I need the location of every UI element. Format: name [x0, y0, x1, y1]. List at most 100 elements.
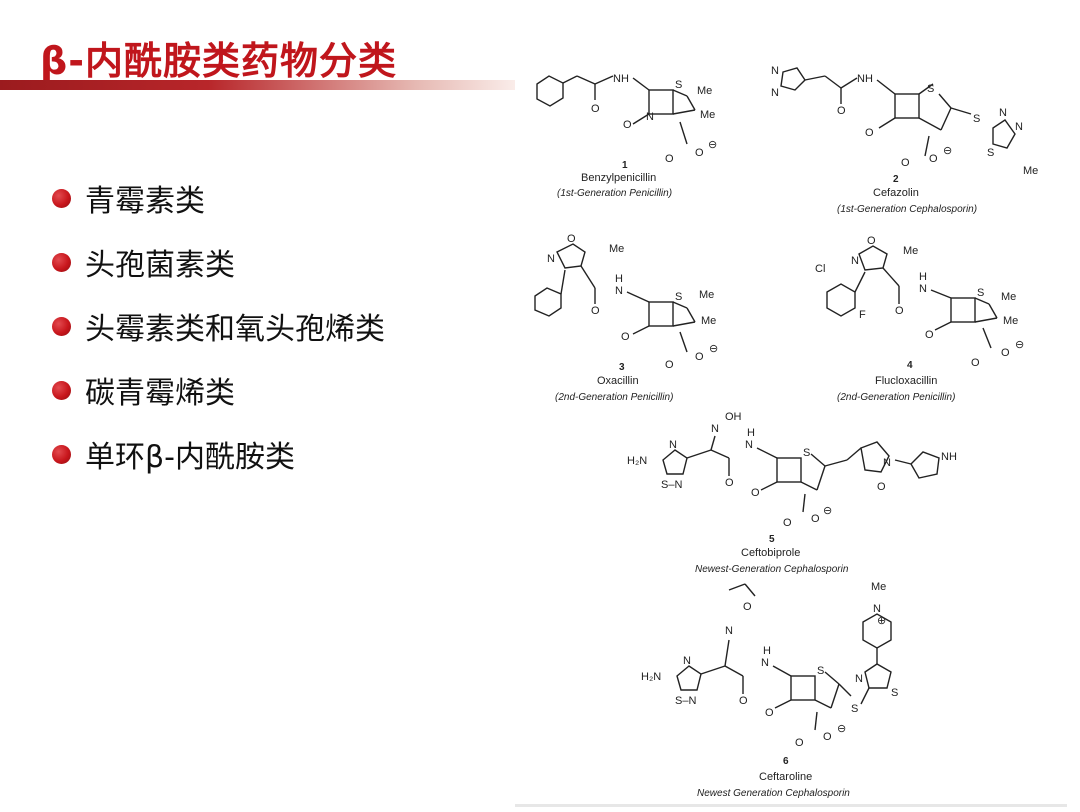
atom-label: N: [919, 283, 927, 295]
atom-label: O: [695, 351, 704, 363]
atom-label: O: [739, 695, 748, 707]
atom-label: Me: [700, 109, 715, 121]
compound-number: 1: [622, 160, 628, 171]
structure-ceftaroline: Me N ⊕ N S O N H₂N N S–N O H N O S S O: [641, 581, 898, 799]
atom-label: N: [873, 603, 881, 615]
bullet-text: 碳青霉烯类: [85, 376, 235, 411]
atom-label: O: [743, 601, 752, 613]
charge-icon: ⊖: [943, 145, 952, 157]
bullet-list: 青霉素类 头孢菌素类 头霉素类和氧头孢烯类 碳青霉烯类 单环β-内酰胺类: [52, 166, 385, 486]
compound-name: Cefazolin: [873, 187, 919, 199]
compound-name: Oxacillin: [597, 375, 639, 387]
atom-label: N: [711, 423, 719, 435]
structure-flucloxacillin: O N Me Cl F O H N O S Me Me O O ⊖ 4 Fluc…: [815, 235, 1024, 403]
bullet-text: 单环β-内酰胺类: [85, 440, 295, 475]
atom-label: O: [823, 731, 832, 743]
compound-generation: (2nd-Generation Penicillin): [555, 392, 673, 403]
structure-cefazolin: N N O NH O S S N N S Me O O ⊖ 2 Cefazoli…: [771, 65, 1038, 215]
compound-name: Flucloxacillin: [875, 375, 937, 387]
atom-label: N: [646, 111, 654, 123]
atom-label: N: [547, 253, 555, 265]
atom-label: Me: [697, 85, 712, 97]
atom-label: S–N: [661, 479, 682, 491]
atom-label: O: [877, 481, 886, 493]
atom-label: O: [901, 157, 910, 169]
atom-label: N: [725, 625, 733, 637]
charge-icon: ⊖: [709, 343, 718, 355]
atom-label: O: [895, 305, 904, 317]
compound-generation: (1st-Generation Penicillin): [557, 188, 672, 199]
atom-label: H: [615, 273, 623, 285]
bullet-text: 头霉素类和氧头孢烯类: [85, 312, 385, 347]
atom-label: S–N: [675, 695, 696, 707]
structures-figure: O NH O N S Me Me O O ⊖ 1 Benzylpenicilli…: [515, 56, 1067, 808]
compound-number: 3: [619, 362, 625, 373]
bullet-item: 头孢菌素类: [52, 230, 385, 294]
compound-generation: (1st-Generation Cephalosporin): [837, 204, 977, 215]
atom-label: O: [837, 105, 846, 117]
atom-label: NH: [857, 73, 873, 85]
atom-label: N: [669, 439, 677, 451]
atom-label: Me: [903, 245, 918, 257]
atom-label: O: [811, 513, 820, 525]
atom-label: S: [803, 447, 810, 459]
atom-label: O: [929, 153, 938, 165]
structure-benzylpenicillin: O NH O N S Me Me O O ⊖ 1 Benzylpenicilli…: [536, 73, 717, 199]
atom-label: O: [925, 329, 934, 341]
charge-icon: ⊖: [708, 139, 717, 151]
atom-label: O: [783, 517, 792, 529]
bullet-dot-icon: [52, 380, 71, 400]
atom-label: N: [683, 655, 691, 667]
atom-label: H₂N: [627, 455, 647, 467]
compound-name: Ceftaroline: [759, 771, 812, 783]
atom-label: O: [865, 127, 874, 139]
atom-label: S: [817, 665, 824, 677]
structure-oxacillin: O N Me O H N O S Me Me O O ⊖ 3 Oxacillin…: [534, 233, 718, 403]
atom-label: H: [747, 427, 755, 439]
atom-label: O: [725, 477, 734, 489]
atom-label: N: [745, 439, 753, 451]
atom-label: H: [763, 645, 771, 657]
atom-label: F: [859, 309, 866, 321]
bullet-dot-icon: [52, 252, 71, 272]
atom-label: O: [795, 737, 804, 749]
atom-label: Me: [701, 315, 716, 327]
chemical-structures-image: O NH O N S Me Me O O ⊖ 1 Benzylpenicilli…: [534, 65, 1038, 799]
atom-label: Me: [1023, 165, 1038, 177]
atom-label: N: [1015, 121, 1023, 133]
atom-label: O: [765, 707, 774, 719]
charge-icon: ⊖: [837, 723, 846, 735]
structure-ceftobiprole: OH N H₂N N S–N O H N O S N O NH O O ⊖ 5 …: [627, 411, 957, 575]
atom-label: O: [665, 153, 674, 165]
atom-label: O: [567, 233, 576, 245]
atom-label: NH: [941, 451, 957, 463]
atom-label: O: [1001, 347, 1010, 359]
atom-label: O: [751, 487, 760, 499]
atom-label: S: [675, 79, 682, 91]
atom-label: N: [771, 65, 779, 77]
compound-name: Ceftobiprole: [741, 547, 800, 559]
compound-number: 6: [783, 756, 789, 767]
bullet-item: 单环β-内酰胺类: [52, 422, 385, 486]
atom-label: Me: [609, 243, 624, 255]
slide-title: β-内酰胺类药物分类: [40, 39, 397, 83]
figure-bottom-border: [515, 804, 1067, 807]
bullet-dot-icon: [52, 188, 71, 208]
atom-label: O: [591, 103, 600, 115]
atom-label: O: [591, 305, 600, 317]
compound-generation: Newest Generation Cephalosporin: [697, 788, 850, 799]
compound-number: 2: [893, 174, 899, 185]
atom-label: O: [623, 119, 632, 131]
bullet-text: 青霉素类: [85, 184, 205, 219]
compound-generation: Newest-Generation Cephalosporin: [695, 564, 849, 575]
atom-label: Me: [1001, 291, 1016, 303]
compound-generation: (2nd-Generation Penicillin): [837, 392, 955, 403]
title-underline-bar: [0, 80, 520, 90]
bullet-item: 碳青霉烯类: [52, 358, 385, 422]
atom-label: N: [851, 255, 859, 267]
atom-label: N: [999, 107, 1007, 119]
atom-label: N: [615, 285, 623, 297]
atom-label: O: [971, 357, 980, 369]
charge-icon: ⊕: [877, 615, 886, 627]
compound-number: 5: [769, 534, 775, 545]
